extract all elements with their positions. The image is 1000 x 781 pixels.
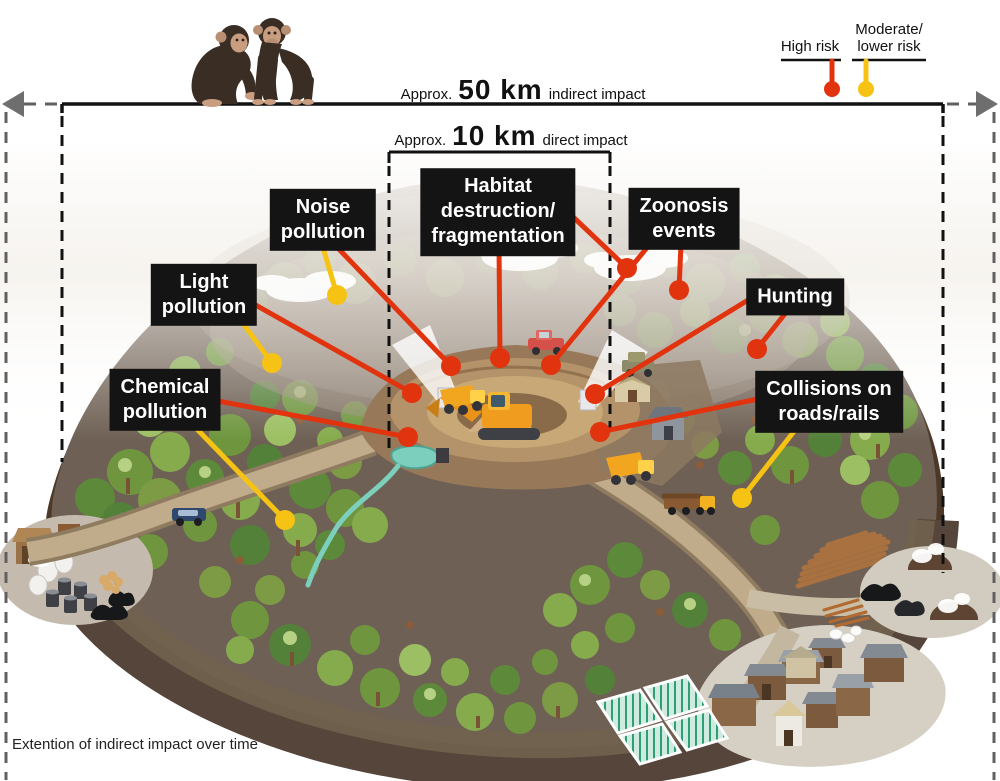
caption-extension-over-time: Extention of indirect impact over time bbox=[12, 736, 258, 753]
village-sacks bbox=[828, 625, 863, 644]
timber-stack bbox=[795, 530, 891, 589]
coal-pile-right bbox=[860, 583, 901, 601]
time-extension-frame bbox=[4, 102, 996, 780]
village bbox=[697, 624, 946, 767]
legend-high-risk-label: High risk bbox=[780, 38, 840, 55]
direct-label: direct impact bbox=[542, 132, 628, 149]
village-huts bbox=[708, 638, 908, 746]
impact-leader-lines bbox=[189, 211, 802, 530]
stream bbox=[305, 463, 401, 588]
moderate-risk-dots bbox=[262, 285, 752, 530]
high-risk-dots bbox=[398, 258, 767, 447]
label-light-pollution: Light pollution bbox=[150, 263, 258, 327]
wood-pile bbox=[99, 571, 123, 594]
village-tower-house bbox=[772, 700, 806, 746]
direct-distance: 10 km bbox=[452, 120, 537, 151]
indirect-approx: Approx. bbox=[400, 86, 453, 103]
dump-truck-east bbox=[606, 452, 654, 485]
barrels bbox=[46, 577, 97, 613]
indirect-distance: 50 km bbox=[458, 74, 543, 105]
logging-truck bbox=[661, 493, 715, 515]
coal-pile-right-2 bbox=[894, 600, 925, 616]
arrow-left-icon bbox=[2, 91, 24, 117]
roads bbox=[25, 428, 923, 715]
chimpanzees-illustration bbox=[191, 18, 314, 107]
legend-moderate-risk-label: Moderate/ lower risk bbox=[855, 21, 923, 56]
suv-vehicle bbox=[172, 508, 206, 526]
arrow-right-icon bbox=[976, 91, 998, 117]
direct-impact-measure: Approx. 10 km direct impact bbox=[394, 120, 627, 152]
label-hunting: Hunting bbox=[746, 278, 844, 316]
legend-pins bbox=[781, 58, 926, 97]
village-tan-house bbox=[782, 646, 820, 678]
pump-unit bbox=[436, 448, 449, 463]
charcoal-kilns bbox=[822, 543, 1000, 638]
island-bare-strip bbox=[60, 518, 935, 759]
gray-hut bbox=[648, 407, 688, 440]
crop-fields bbox=[595, 674, 730, 766]
label-chemical-pollution: Chemical pollution bbox=[109, 368, 221, 432]
light-beam-west bbox=[392, 325, 458, 405]
label-zoonosis-events: Zoonosis events bbox=[628, 187, 740, 251]
coal-piles bbox=[90, 590, 135, 620]
dump-truck-west bbox=[440, 385, 485, 415]
direct-approx: Approx. bbox=[394, 132, 447, 149]
red-pickup-truck bbox=[528, 330, 564, 355]
brush-pile bbox=[822, 598, 870, 628]
label-collisions: Collisions on roads/rails bbox=[755, 370, 903, 434]
label-noise-pollution: Noise pollution bbox=[269, 188, 377, 252]
label-habitat-destruction: Habitat destruction/ fragmentation bbox=[420, 168, 576, 256]
indirect-label: indirect impact bbox=[548, 86, 646, 103]
porch-house bbox=[612, 376, 652, 402]
indirect-impact-measure: Approx. 50 km indirect impact bbox=[401, 74, 646, 106]
